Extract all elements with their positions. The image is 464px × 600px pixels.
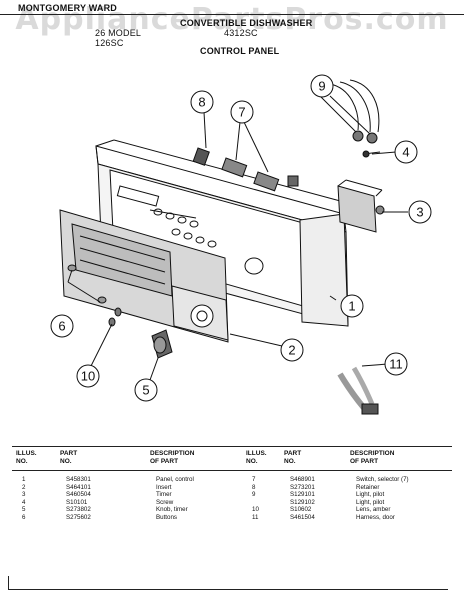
callout-number-9: 9: [318, 79, 325, 94]
bottom-rule: [8, 589, 448, 590]
model-left-line1: 26 MODEL: [95, 28, 142, 38]
door-harness: [337, 366, 379, 415]
callout-circle-1: [340, 294, 364, 318]
callout-number-4: 4: [402, 145, 409, 160]
exploded-parts-diagram: 1 2 3 4 5 6 7 8 9 10 11: [50, 74, 432, 415]
callout-circle-11: [384, 352, 408, 376]
callout-circle-8: [190, 90, 214, 114]
lens-part: [108, 307, 122, 327]
title-line: CONVERTIBLE DISHWASHER: [180, 18, 313, 28]
callout-number-1: 1: [348, 299, 355, 314]
callout-circle-9: [310, 74, 334, 98]
callout-number-11: 11: [389, 357, 403, 372]
table-top-rule: [12, 446, 452, 447]
control-panel-frame: [95, 139, 349, 327]
callout-circle-6: [50, 314, 74, 338]
callout-number-3: 3: [416, 205, 423, 220]
insert-part: [59, 209, 229, 343]
pilot-light-assembly: [329, 79, 380, 144]
callout-circle-7: [230, 100, 254, 124]
screw-part: [362, 150, 381, 158]
model-right: 4312SC: [224, 28, 258, 38]
callout-number-8: 8: [198, 95, 205, 110]
callout-number-5: 5: [142, 383, 149, 398]
callout-circle-3: [408, 200, 432, 224]
model-left-line2: 126SC: [95, 38, 124, 48]
right-header-illus: ILLUS.NO.: [246, 450, 267, 465]
callout-number-2: 2: [288, 343, 295, 358]
brand-label: MONTGOMERY WARD: [18, 3, 117, 13]
callout-circle-5: [134, 378, 158, 402]
leader-lines: [67, 95, 408, 381]
timer-part: [337, 179, 385, 233]
table-header-rule: [12, 470, 452, 471]
header-rule: [0, 14, 464, 15]
timer-knob: [151, 329, 173, 359]
callout-circle-4: [394, 140, 418, 164]
callout-number-6: 6: [58, 319, 65, 334]
callout-circle-2: [280, 338, 304, 362]
callout-circle-10: [76, 364, 100, 388]
callout-number-7: 7: [238, 105, 245, 120]
retainer-part: [192, 147, 210, 166]
callout-number-10: 10: [81, 369, 95, 384]
left-header-illus: ILLUS.NO.: [16, 450, 37, 465]
section-title: CONTROL PANEL: [200, 46, 280, 56]
bottom-tick: [8, 576, 9, 590]
selector-switch: [221, 157, 299, 192]
